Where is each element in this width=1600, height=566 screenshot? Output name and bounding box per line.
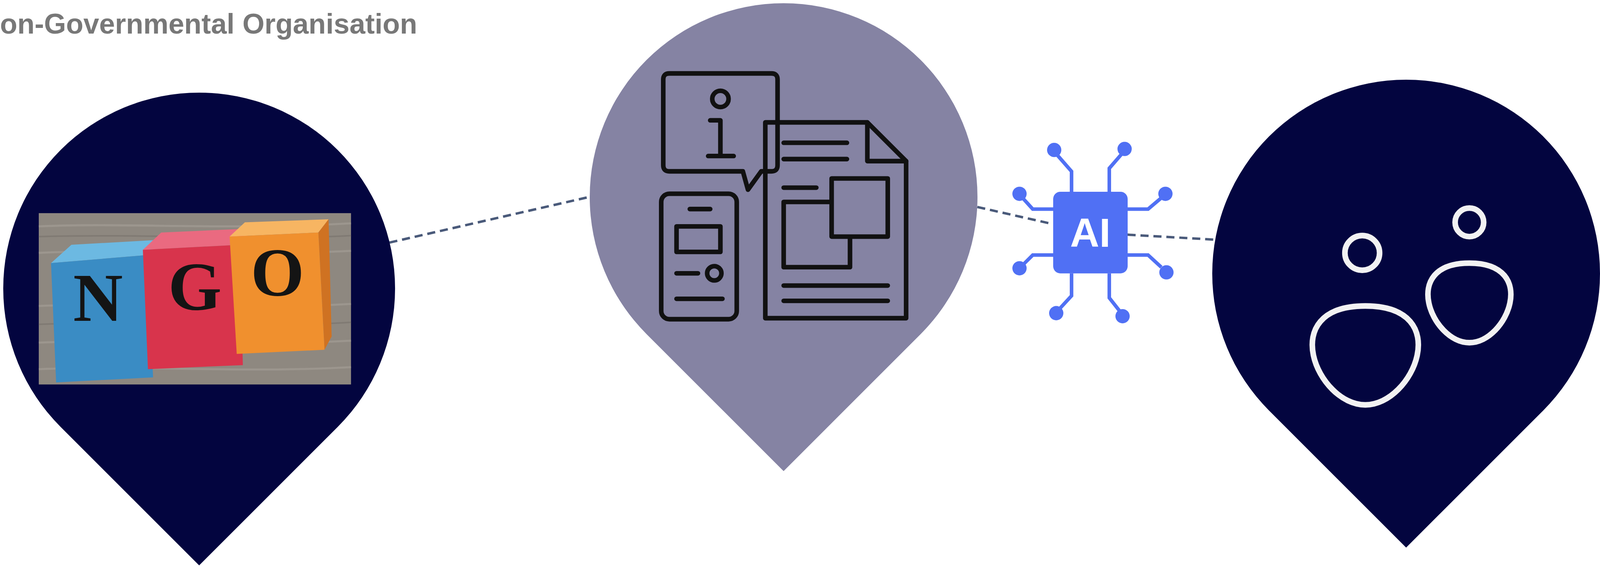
- pin-marker: [589, 3, 978, 472]
- people-pin-shape: [1212, 79, 1600, 548]
- cube-side: [318, 219, 332, 351]
- document-lines: [783, 285, 888, 302]
- document-outline: [765, 122, 907, 319]
- phone-speaker: [689, 206, 710, 212]
- chip-leg: [1022, 254, 1054, 266]
- chip-leg: [1059, 273, 1072, 310]
- chip-pad: [1012, 261, 1027, 276]
- chip-pad: [1117, 141, 1132, 156]
- cube-face: [50, 254, 153, 383]
- chip-leg: [1109, 273, 1121, 313]
- person-body: [1312, 305, 1419, 406]
- phone-screen: [676, 226, 721, 253]
- cube-face: [142, 244, 243, 370]
- ai-chip: AI: [1053, 191, 1128, 274]
- pin-marker: [3, 92, 396, 566]
- people-pin: [1212, 79, 1600, 548]
- document-lines: [783, 142, 847, 188]
- ngo-pin-shape: [3, 92, 396, 566]
- block-letter: O: [250, 237, 305, 307]
- dashed-connector: [389, 197, 590, 243]
- document-picture: [831, 178, 889, 237]
- dashed-connector: [1127, 234, 1216, 240]
- cube-top: [142, 228, 253, 251]
- chip-pad: [1159, 265, 1174, 280]
- chip-leg: [1057, 155, 1072, 192]
- ngo-pin: NGO: [3, 92, 396, 566]
- info-dot: [712, 90, 729, 107]
- cube-face: [229, 232, 325, 355]
- block-letter: G: [167, 252, 222, 321]
- document-fold: [867, 122, 907, 162]
- people-icon: [1312, 208, 1511, 405]
- document-picture: [783, 201, 850, 268]
- chip-pad: [1049, 305, 1064, 321]
- cube-top: [229, 219, 329, 237]
- person-head: [1345, 235, 1380, 271]
- phone-lines: [676, 273, 723, 300]
- person-body: [1427, 263, 1511, 343]
- person-head: [1455, 208, 1484, 237]
- chip-leg: [1127, 197, 1162, 210]
- block-letter: N: [73, 263, 124, 333]
- chip-pad: [1012, 186, 1027, 201]
- information-pin-shape: [589, 3, 978, 472]
- phone-button: [707, 266, 722, 281]
- info-stem: [708, 120, 734, 156]
- chip-leg: [1022, 197, 1054, 210]
- chip-pad: [1115, 309, 1130, 324]
- chip-pad: [1047, 142, 1062, 158]
- speech-bubble: [663, 73, 778, 190]
- chip-leg: [1127, 254, 1162, 268]
- wood-grain: [38, 223, 351, 370]
- cube-top: [50, 239, 164, 264]
- information-pin: [589, 3, 978, 472]
- chip-leg: [1109, 152, 1123, 192]
- phone-outline: [661, 193, 738, 320]
- diagram-title: on-Governmental Organisation: [0, 9, 418, 39]
- chip-label: AI: [1053, 191, 1128, 274]
- chip-pad: [1158, 186, 1173, 201]
- chip-legs: [1012, 141, 1174, 324]
- information-icons: [661, 73, 907, 319]
- wood-background: [38, 213, 351, 385]
- pin-marker: [1212, 79, 1600, 548]
- chip-body: [1053, 191, 1128, 274]
- wood-grain: [38, 235, 351, 325]
- ngo-photo: [38, 213, 351, 385]
